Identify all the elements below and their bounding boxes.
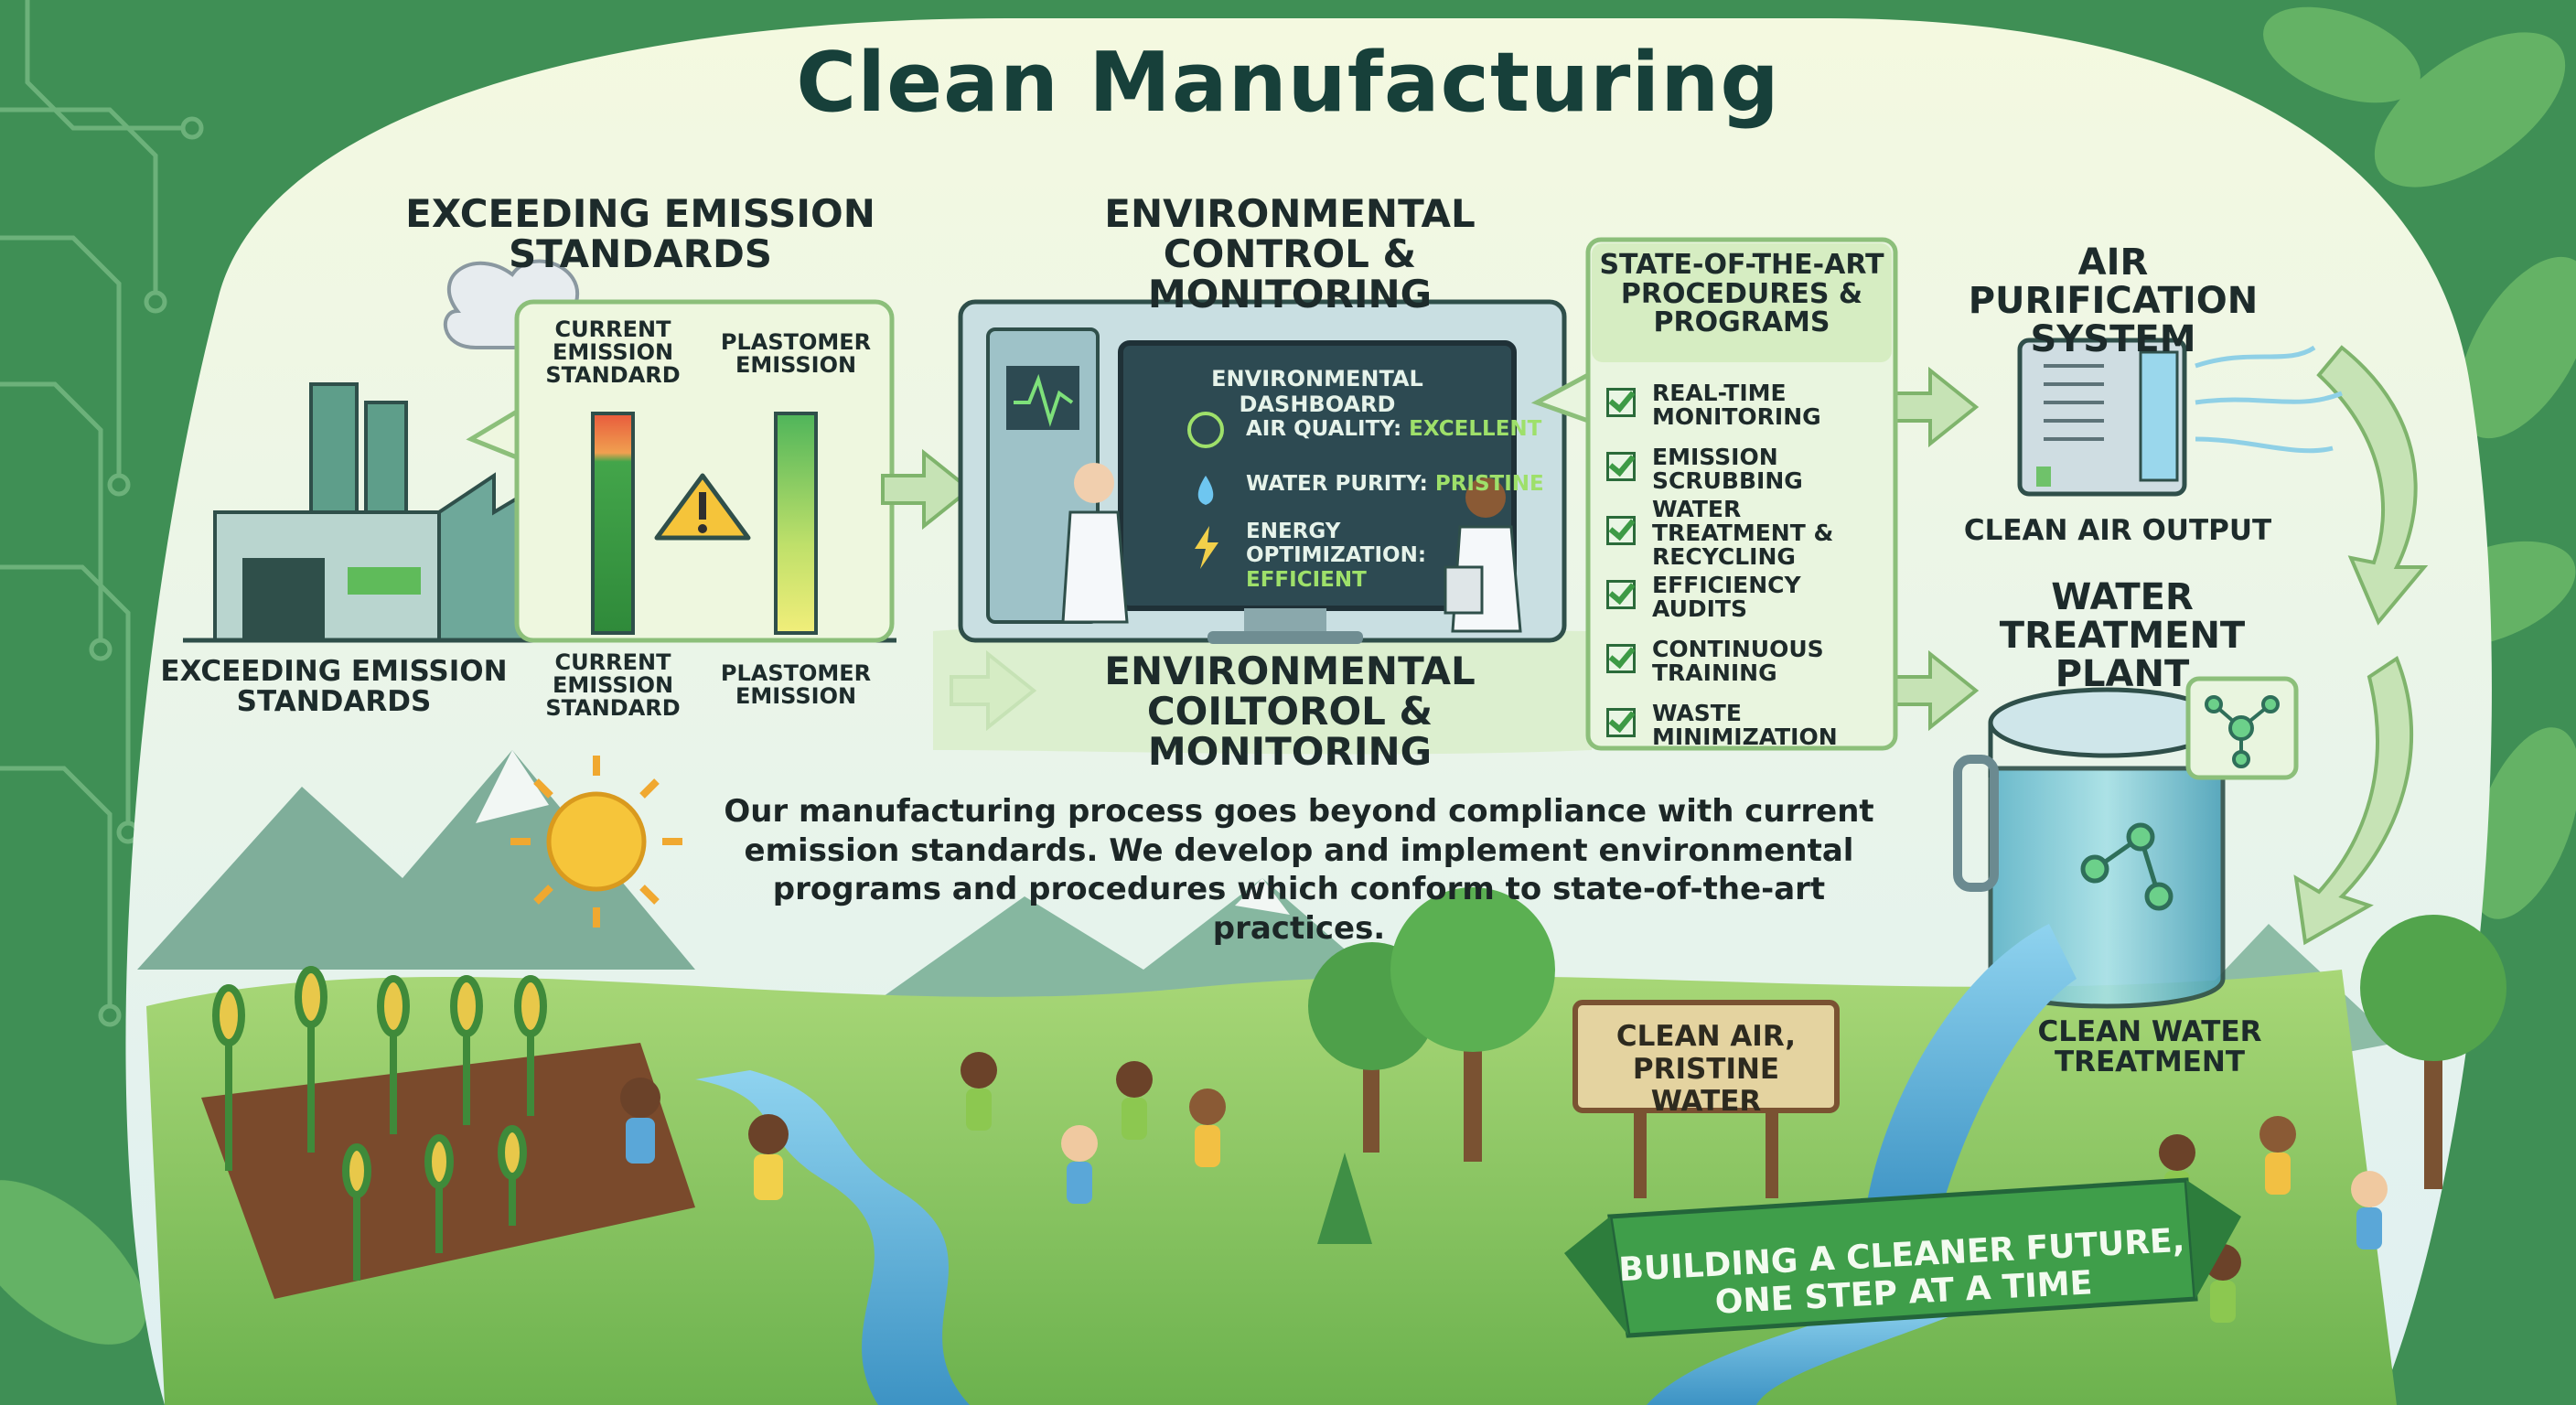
procedure-item: WATER TREATMENT & RECYCLING	[1603, 497, 1886, 569]
control-heading-repeat: ENVIRONMENTAL COILTOROL & MONITORING	[1104, 649, 1476, 775]
air-heading: AIR PURIFICATION SYSTEM	[1968, 241, 2259, 360]
river-right	[1647, 1299, 1994, 1405]
plastomer-emission-label-repeat: PLASTOMER EMISSION	[720, 660, 872, 710]
air-quality-row: AIR QUALITY: EXCELLENT	[1246, 417, 1541, 441]
air-quality-label: AIR QUALITY:	[1246, 417, 1402, 441]
procedure-item: REAL-TIME MONITORING	[1603, 373, 1886, 437]
water-tank-icon	[1866, 676, 2299, 1217]
emissions-heading: EXCEEDING EMISSION STANDARDS	[405, 191, 875, 277]
page-title: Clean Manufacturing	[796, 35, 1780, 131]
clean-air-output-label: CLEAN AIR OUTPUT	[1963, 514, 2272, 547]
water-stream	[1866, 924, 2077, 1217]
warning-triangle-icon	[654, 473, 751, 541]
water-purity-label: WATER PURITY:	[1246, 472, 1428, 496]
trees	[1308, 887, 2506, 1244]
emissions-heading-repeat: EXCEEDING EMISSION STANDARDS	[160, 655, 508, 718]
current-emission-label: CURRENT EMISSION STANDARD	[545, 316, 681, 389]
energy-row: ENERGY OPTIMIZATION: EFFICIENT	[1246, 520, 1502, 592]
description-text: Our manufacturing process goes beyond co…	[724, 793, 1874, 947]
procedure-item: EMISSION SCRUBBING	[1603, 437, 1886, 501]
monitoring-station	[958, 299, 1567, 644]
water-purity-row: WATER PURITY: PRISTINE	[1246, 472, 1544, 496]
control-band	[933, 623, 1592, 755]
plastomer-emission-bar	[774, 412, 818, 635]
water-purity-value: PRISTINE	[1434, 472, 1544, 496]
corn-crops	[212, 966, 547, 1281]
air-purifier-icon	[2017, 338, 2343, 497]
air-quality-value: EXCELLENT	[1409, 417, 1542, 441]
river	[695, 1070, 970, 1405]
procedure-item: WASTE MINIMIZATION	[1603, 693, 1886, 757]
sign-text: CLEAN AIR, PRISTINE WATER	[1615, 1020, 1797, 1119]
checkbox-checked-icon	[1606, 516, 1636, 545]
checkbox-checked-icon	[1606, 644, 1636, 673]
plastomer-emission-label: PLASTOMER EMISSION	[720, 329, 872, 379]
gauge-icon	[1187, 412, 1224, 448]
procedures-panel	[1585, 237, 1898, 751]
checkbox-checked-icon	[1606, 388, 1636, 417]
children	[620, 1052, 2388, 1323]
water-drop-icon	[1197, 476, 1214, 505]
energy-value: EFFICIENT	[1246, 567, 1367, 592]
signpost	[1572, 1000, 1840, 1198]
energy-label: ENERGY OPTIMIZATION:	[1246, 520, 1427, 568]
checkbox-checked-icon	[1606, 452, 1636, 481]
water-heading: WATER TREATMENT PLANT	[1999, 576, 2246, 695]
clean-water-label: CLEAN WATER TREATMENT	[2037, 1015, 2262, 1078]
procedures-heading: STATE-OF-THE-ART PROCEDURES & PROGRAMS	[1599, 249, 1884, 338]
checkbox-checked-icon	[1606, 708, 1636, 737]
current-emission-label-repeat: CURRENT EMISSION STANDARD	[545, 649, 681, 722]
procedure-item: EFFICIENCY AUDITS	[1603, 565, 1886, 629]
sun-icon	[510, 756, 682, 928]
checkbox-checked-icon	[1606, 580, 1636, 609]
dashboard-title: ENVIRONMENTAL DASHBOARD	[1211, 366, 1423, 417]
current-emission-bar	[591, 412, 635, 635]
lightning-icon	[1195, 526, 1218, 569]
procedures-checklist: REAL-TIME MONITORING EMISSION SCRUBBING …	[1603, 373, 1886, 757]
control-heading: ENVIRONMENTAL CONTROL & MONITORING	[1104, 191, 1476, 317]
procedure-item: CONTINUOUS TRAINING	[1603, 629, 1886, 693]
